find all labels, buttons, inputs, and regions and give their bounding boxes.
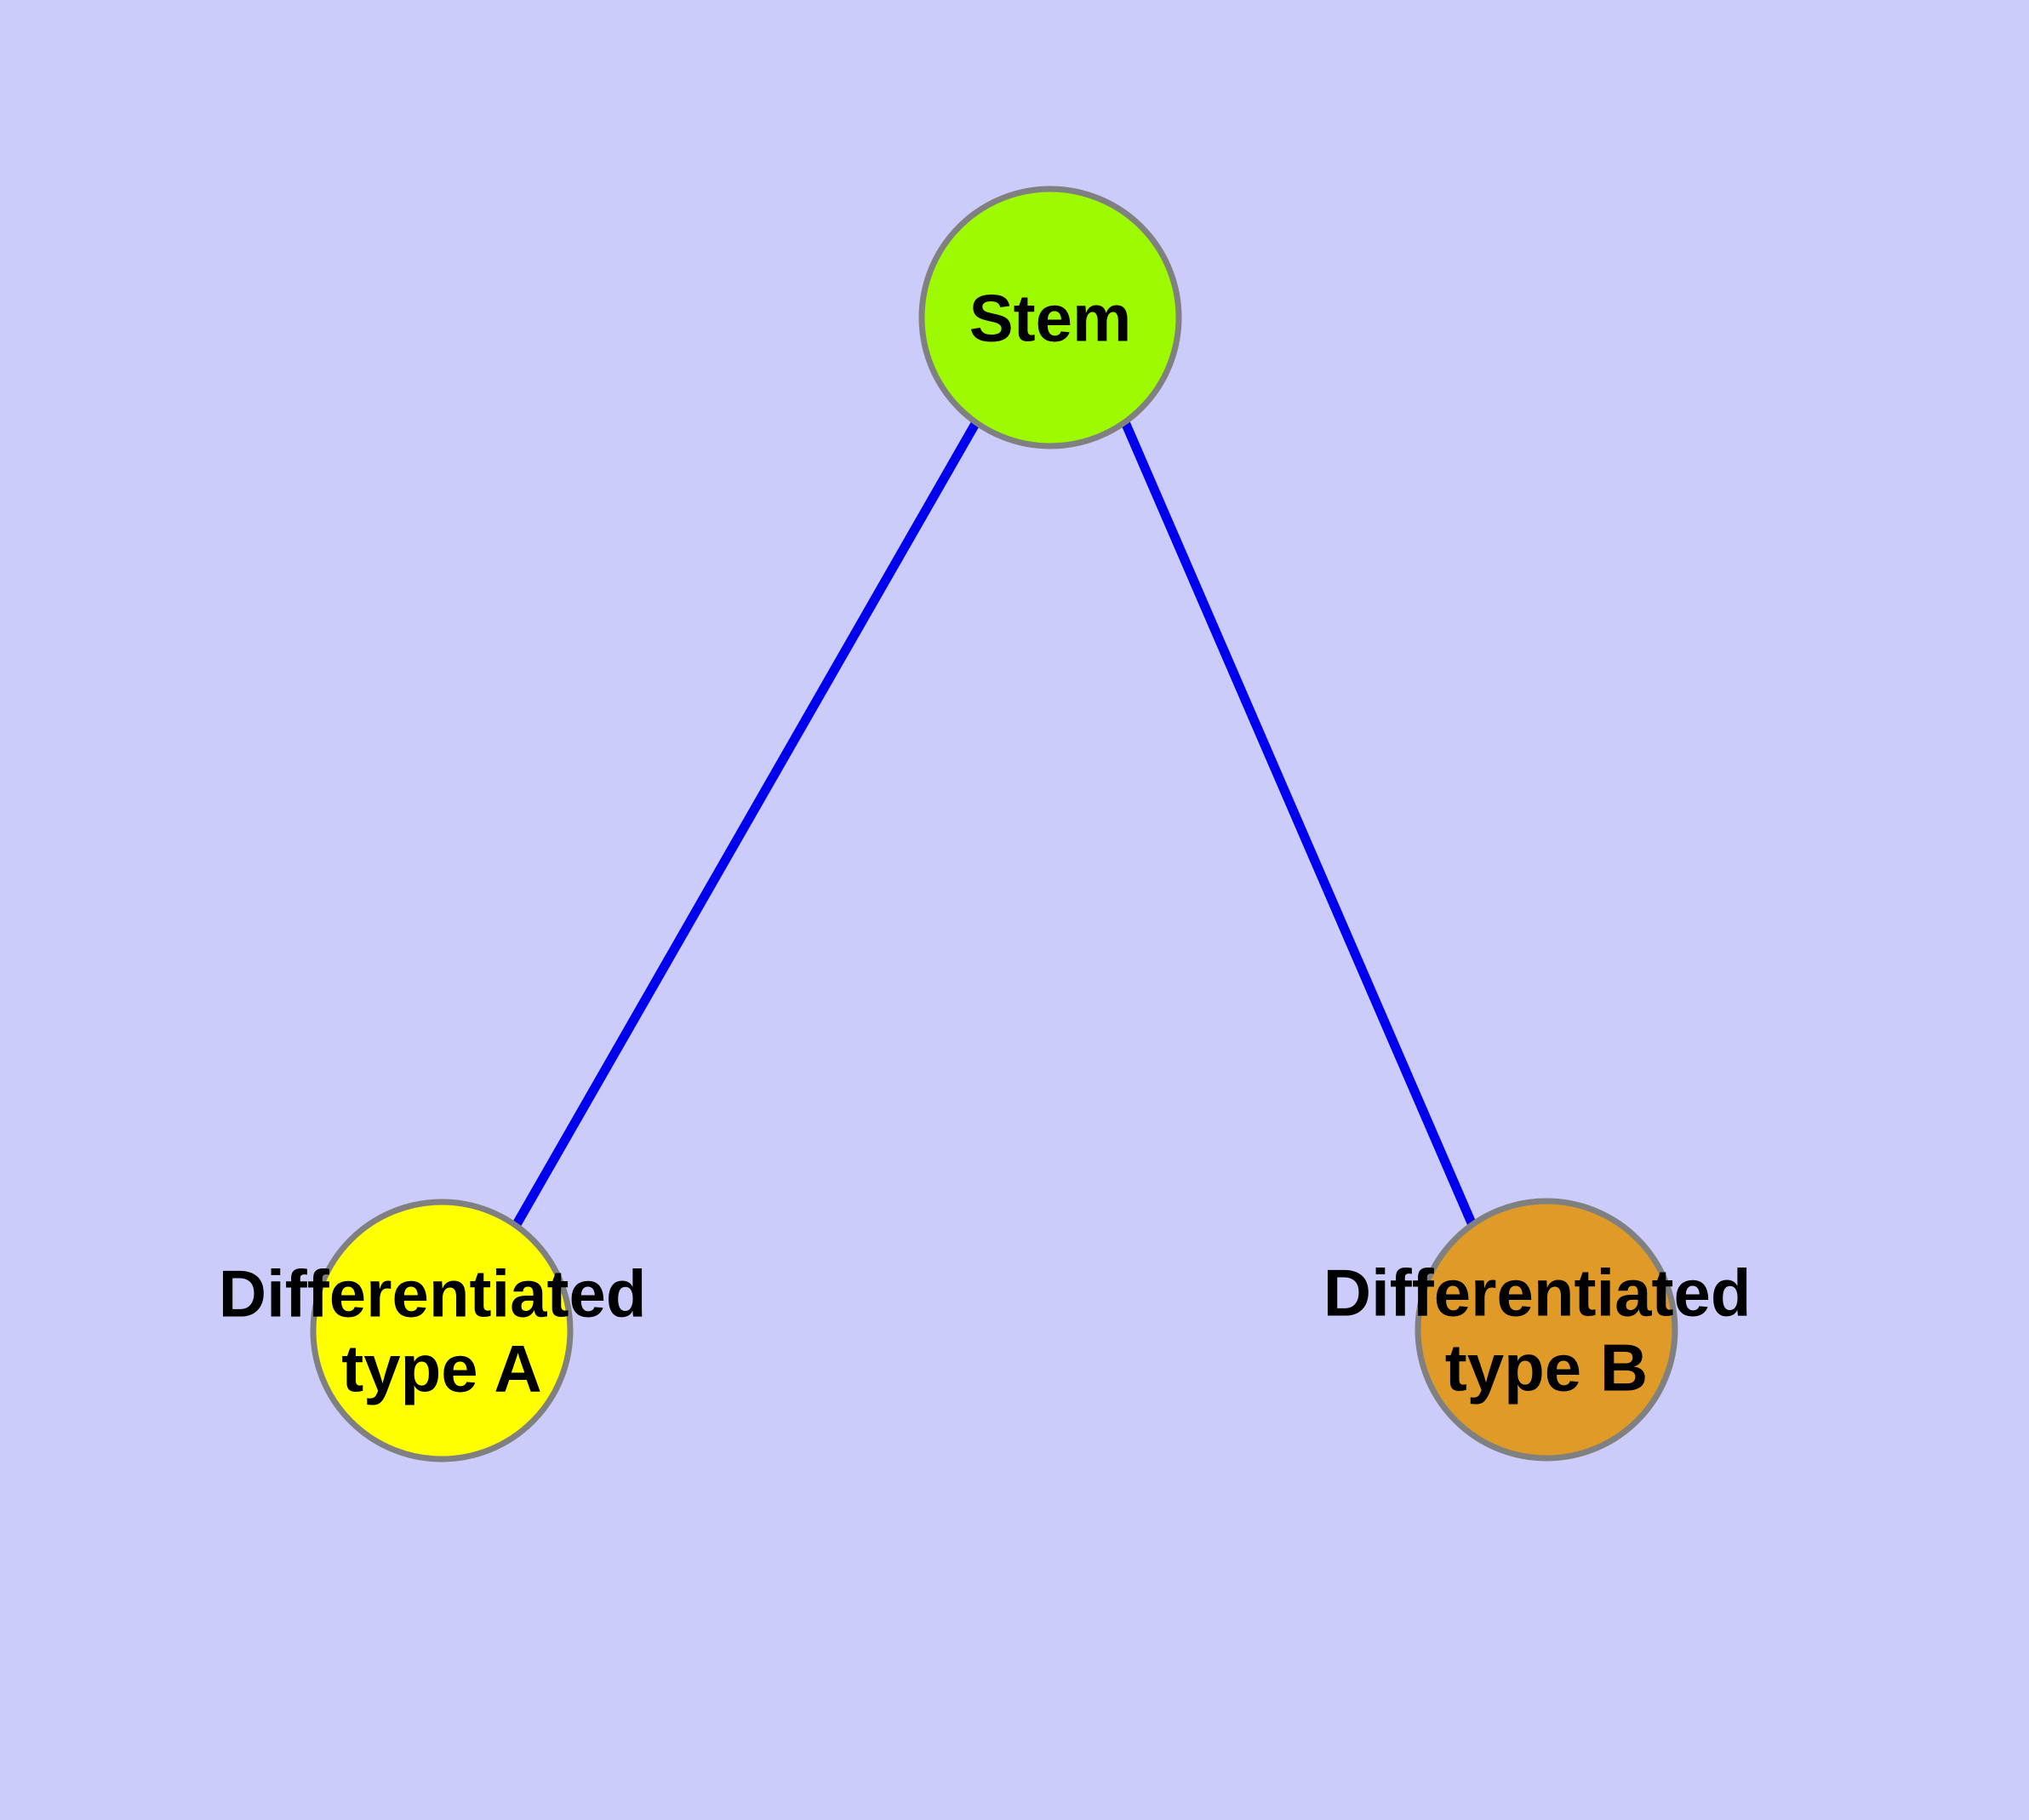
node-differentiated-type-a-circle[interactable] <box>310 1199 574 1462</box>
node-differentiated-type-b-label-line1: Differentiated <box>1323 1256 1752 1331</box>
node-differentiated-type-a-label-line2: type A <box>341 1331 542 1406</box>
edges-group <box>512 420 1477 1228</box>
nodes-group <box>310 186 1678 1462</box>
node-stem-circle[interactable] <box>918 186 1182 449</box>
node-differentiated-type-b-circle[interactable] <box>1415 1198 1678 1462</box>
labels-group: Stem Differentiated type A Differentiate… <box>219 281 1769 1406</box>
node-stem-label-line1: Stem <box>969 281 1132 356</box>
edge-stem-to-differentiated-type-b[interactable] <box>1120 420 1477 1228</box>
node-differentiated-type-a-label: Differentiated type A <box>219 1256 665 1406</box>
node-differentiated-type-a-label-line1: Differentiated <box>219 1256 647 1331</box>
node-differentiated-type-b-label-line2: type B <box>1445 1331 1648 1405</box>
edge-stem-to-differentiated-type-a[interactable] <box>512 420 980 1228</box>
node-stem-label: Stem <box>969 281 1132 356</box>
node-differentiated-type-b-label: Differentiated type B <box>1323 1256 1769 1405</box>
